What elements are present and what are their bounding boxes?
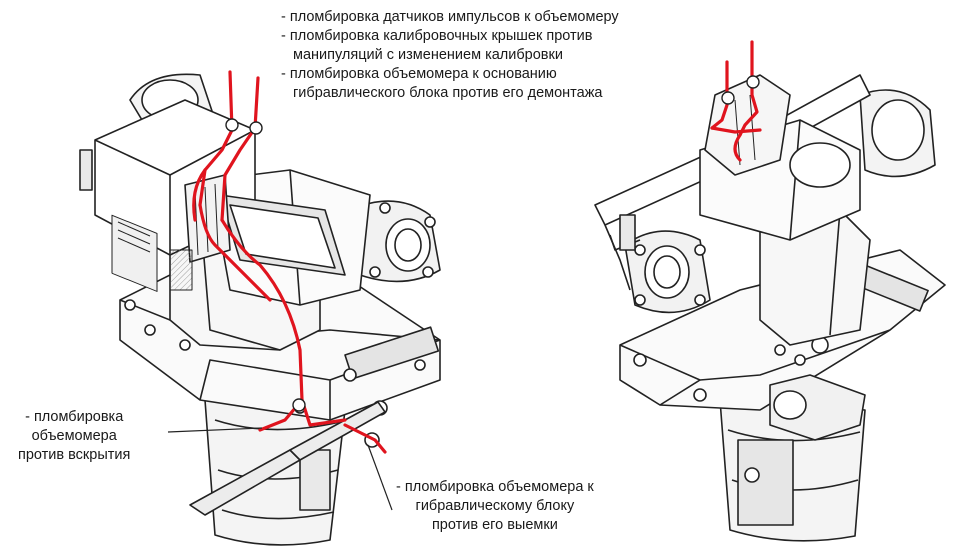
seal-wires — [192, 40, 762, 454]
callout-top-line-4: - пломбировка объемомера к основанию — [281, 66, 557, 82]
callout-bottom: - пломбировка объемомера к гибравлическо… — [396, 478, 594, 535]
callout-bottom-line-3: против его выемки — [431, 517, 558, 533]
callout-top: - пломбировка датчиков импульсов к объем… — [281, 8, 619, 103]
callout-bottom-line-1: - пломбировка объемомера к — [396, 479, 594, 495]
callout-left-line-1: - пломбировка — [25, 409, 124, 425]
callout-top-line-1: - пломбировка датчиков импульсов к объем… — [281, 9, 619, 25]
callout-left: - пломбировка объемомера против вскрытия — [18, 408, 130, 465]
callout-top-line-3: манипуляций с изменением калибровки — [293, 47, 563, 63]
callout-bottom-line-2: гибравлическому блоку — [415, 498, 575, 514]
left-meter-unit — [79, 73, 441, 546]
callout-top-line-5: гибравлического блока против его демонта… — [293, 85, 603, 101]
callout-left-line-2: объемомера — [31, 428, 117, 444]
callout-top-line-2: - пломбировка калибровочных крышек проти… — [281, 28, 593, 44]
right-meter-unit — [594, 74, 946, 542]
seal-knobs — [225, 75, 760, 412]
leader-lines — [167, 427, 393, 511]
callout-left-line-3: против вскрытия — [18, 447, 131, 463]
